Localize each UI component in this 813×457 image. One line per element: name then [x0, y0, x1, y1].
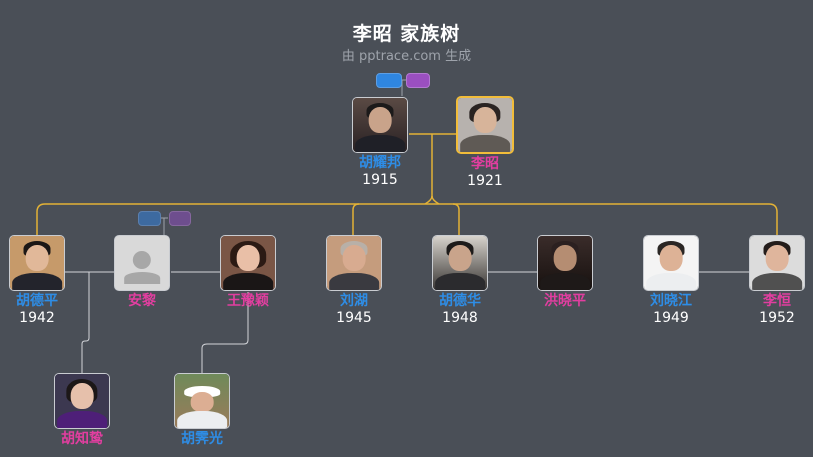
person-card[interactable]: 胡耀邦 1915 [340, 97, 420, 188]
person-name: 胡德华 [439, 293, 481, 309]
person-card[interactable]: 李恒 1952 [737, 235, 813, 326]
female-badge[interactable] [169, 211, 191, 226]
person-photo [643, 235, 699, 291]
person-name: 王豫颖 [227, 293, 269, 309]
birth-year: 1949 [653, 310, 689, 326]
person-name: 李昭 [471, 156, 499, 172]
person-name: 李恒 [763, 293, 791, 309]
male-badge[interactable] [138, 211, 161, 226]
person-photo [537, 235, 593, 291]
person-photo [749, 235, 805, 291]
birth-year: 1952 [759, 310, 795, 326]
birth-year: 1942 [19, 310, 55, 326]
person-photo [432, 235, 488, 291]
person-card[interactable]: 胡德平 1942 [0, 235, 77, 326]
person-name: 胡耀邦 [359, 155, 401, 171]
person-card[interactable]: 刘晓江 1949 [631, 235, 711, 326]
birth-year: 1915 [362, 172, 398, 188]
person-name: 刘晓江 [650, 293, 692, 309]
male-badge[interactable] [376, 73, 402, 88]
person-name: 洪晓平 [544, 293, 586, 309]
person-card[interactable]: 刘湖 1945 [314, 235, 394, 326]
person-card[interactable]: 安黎 [102, 235, 182, 310]
person-name: 胡霁光 [181, 431, 223, 447]
person-name: 刘湖 [340, 293, 368, 309]
person-photo [9, 235, 65, 291]
person-name: 胡德平 [16, 293, 58, 309]
person-card-highlighted[interactable]: 李昭 1921 [445, 96, 525, 189]
page-title: 李昭 家族树 [352, 23, 461, 45]
person-photo [326, 235, 382, 291]
person-photo [220, 235, 276, 291]
person-name: 安黎 [128, 293, 156, 309]
person-card[interactable]: 王豫颖 [208, 235, 288, 310]
person-name: 胡知鸷 [61, 431, 103, 447]
birth-year: 1948 [442, 310, 478, 326]
person-photo [174, 373, 230, 429]
page-subtitle: 由 pptrace.com 生成 [341, 49, 472, 64]
avatar-placeholder-icon [114, 235, 170, 291]
person-card[interactable]: 胡德华 1948 [420, 235, 500, 326]
female-badge[interactable] [406, 73, 430, 88]
person-card[interactable]: 胡霁光 [162, 373, 242, 448]
person-photo [456, 96, 514, 154]
person-photo [54, 373, 110, 429]
birth-year: 1945 [336, 310, 372, 326]
person-card[interactable]: 洪晓平 [525, 235, 605, 310]
person-photo [352, 97, 408, 153]
birth-year: 1921 [467, 173, 503, 189]
person-card[interactable]: 胡知鸷 [42, 373, 122, 448]
